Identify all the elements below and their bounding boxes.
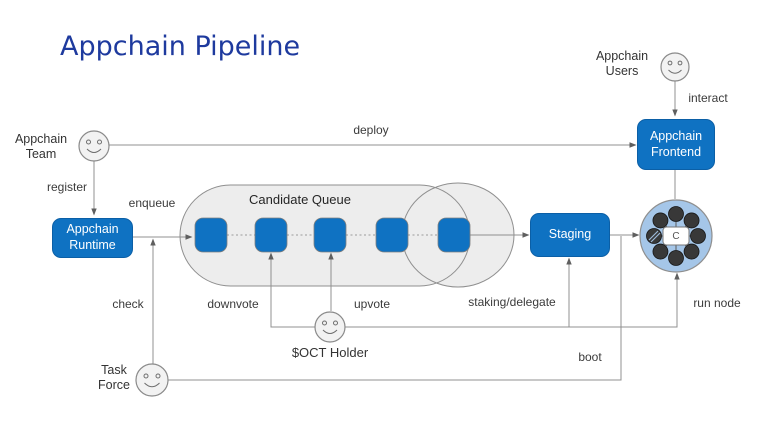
appchain-users-avatar [660,52,690,82]
appchain-frontend-box: Appchain Frontend [637,119,715,170]
network-node-icon [646,228,662,244]
network-node-icon [668,206,684,222]
queue-slots [194,217,471,253]
queue-item [375,217,409,253]
interact-label: interact [688,91,728,105]
candidate-queue-title: Candidate Queue [249,192,351,207]
network-center-label: C [672,230,680,242]
upvote-label: upvote [353,297,391,311]
queue-item [313,217,347,253]
network-node-icon [683,212,700,229]
boot-label: boot [578,350,602,364]
staging-box: Staging [530,213,610,257]
appchain-network-cluster [639,199,713,273]
appchain-users-label: Appchain Users [595,49,649,79]
network-node-hatch [648,230,661,243]
queue-item [437,217,471,253]
queue-item [194,217,228,253]
network-node-icon [683,243,700,260]
queue-item [254,217,288,253]
task-force-label: Task Force [98,363,130,393]
edge-staking-runnode [345,272,680,328]
network-node-icon [652,212,669,229]
enqueue-label: enqueue [128,196,176,210]
network-center-box [662,226,690,246]
avatars [78,52,690,397]
appchain-team-label: Appchain Team [14,132,68,162]
register-label: register [46,180,87,194]
check-label: check [112,297,144,311]
oct-holder-avatar [314,311,346,343]
page-title: Appchain Pipeline [60,31,301,62]
edge-downvote [268,252,315,328]
downvote-label: downvote [207,297,259,311]
edges [91,81,680,381]
network-node-icon [652,243,669,260]
run-node-label: run node [693,296,741,310]
network-node-icon [690,228,706,244]
appchain-team-avatar [78,130,110,162]
network-node-icon [668,250,684,266]
deploy-label: deploy [353,123,389,137]
appchain-runtime-box: Appchain Runtime [52,218,133,258]
oct-holder-label: $OCT Holder [291,345,369,360]
edge-boot [168,236,622,381]
staking-delegate-label: staking/delegate [468,295,556,309]
task-force-avatar [135,363,169,397]
